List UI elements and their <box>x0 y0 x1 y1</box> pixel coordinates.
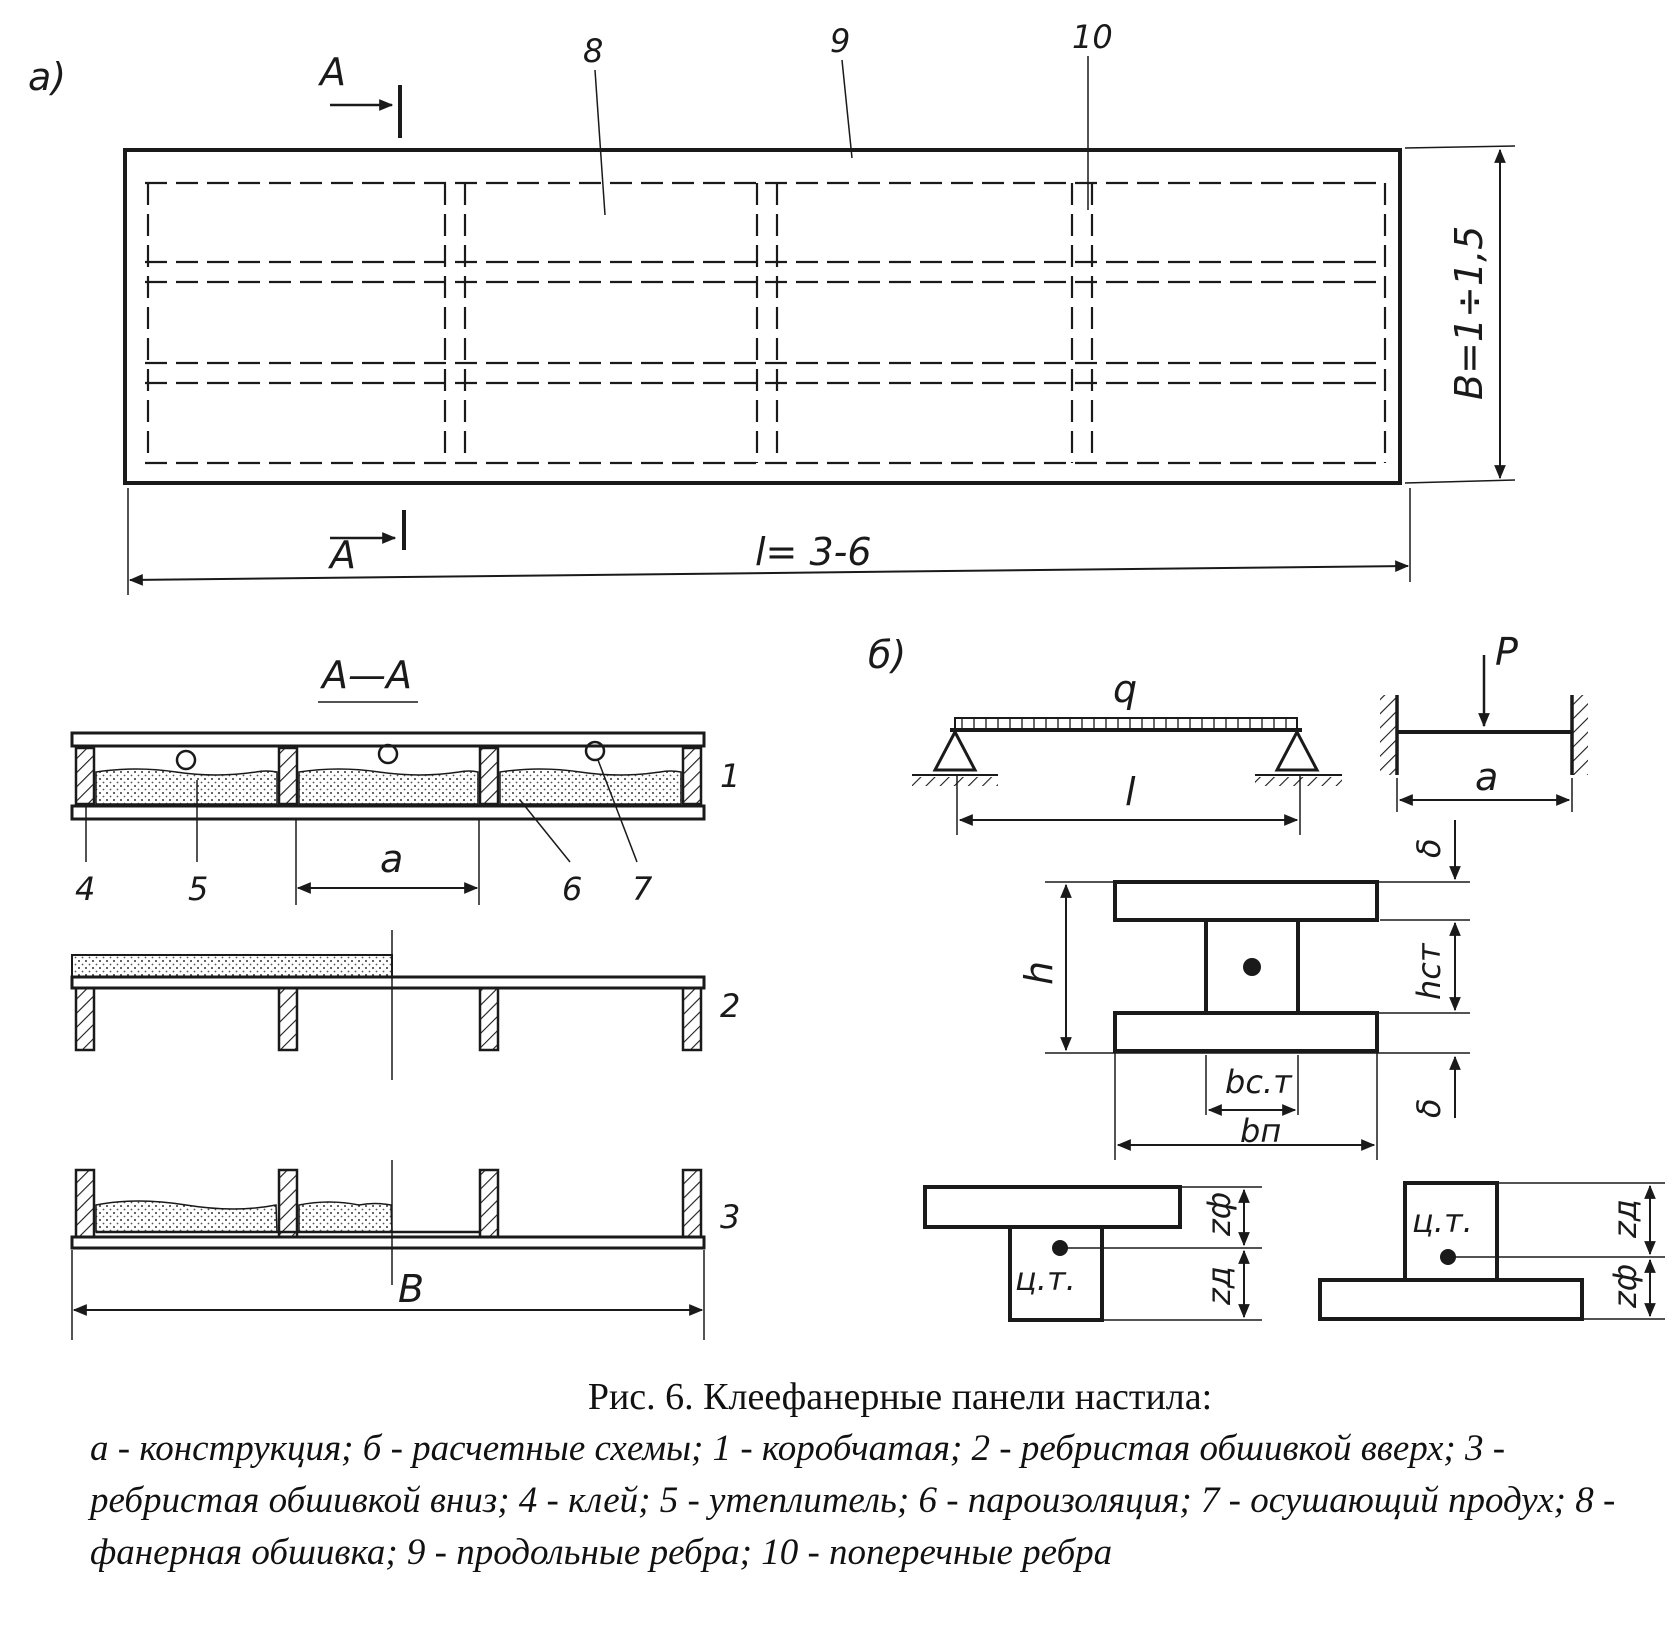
variant-label-1: 1 <box>720 757 740 795</box>
beam-uniform-load: q l <box>912 667 1342 835</box>
dimension-b-label: B <box>398 1267 424 1311</box>
section-mark-label-top: A <box>317 50 346 94</box>
caption-title: Рис. 6. Клеефанерные панели настила: <box>587 1376 1213 1418</box>
variant-label-2: 2 <box>720 987 740 1025</box>
figure-caption: Рис. 6. Клеефанерные панели настила: а -… <box>90 1375 1650 1579</box>
t-section-sheathing-up: ц.т. zф zд <box>923 1185 1262 1322</box>
longitudinal-ribs <box>145 181 1385 465</box>
section-mark-bottom: A <box>327 510 406 577</box>
panel-a-label: а) <box>28 55 66 99</box>
zd-label-2: zд <box>1606 1199 1644 1239</box>
callout-8: 8 <box>583 32 603 70</box>
section-variant-ribbed-up: 2 <box>70 930 740 1080</box>
callout-6: 6 <box>562 870 582 908</box>
ct-label-2: ц.т. <box>1412 1202 1473 1240</box>
section-aa-title: A—A <box>319 653 412 697</box>
section-mark-label-bottom: A <box>327 533 356 577</box>
section-variant-ribbed-down: 3 <box>70 1160 740 1285</box>
dimension-width-label: B=1÷1,5 <box>1447 226 1491 400</box>
dim-delta-bottom-label: δ <box>1410 1098 1448 1118</box>
callout-9: 9 <box>830 22 850 60</box>
dimension-a-label: a <box>380 837 403 881</box>
panel-b-label: б) <box>868 633 906 677</box>
zf-label-2: zф <box>1606 1264 1644 1309</box>
callout-7: 7 <box>632 870 653 908</box>
panel-outline <box>123 148 1402 485</box>
t-section-sheathing-down: ц.т. zд zф <box>1318 1181 1665 1321</box>
callout-10: 10 <box>1072 18 1113 56</box>
dim-h-label: h <box>1017 961 1061 985</box>
section-aa: A—A 1 4 5 6 7 a <box>70 653 740 1340</box>
panel-a-plan: а) A A <box>28 18 1516 595</box>
zd-label-1: zд <box>1200 1266 1238 1306</box>
dimension-length-label: l= 3-6 <box>755 530 872 574</box>
panel-b-schemes: б) q l P <box>868 630 1665 1322</box>
transverse-ribs <box>146 183 1387 463</box>
load-p-label: P <box>1495 630 1518 674</box>
load-q-label: q <box>1113 667 1137 711</box>
dim-hct-label: hст <box>1410 942 1448 1000</box>
ct-label-1: ц.т. <box>1015 1260 1076 1298</box>
span-l-label: l <box>1125 770 1136 814</box>
span-a-label: a <box>1475 755 1498 799</box>
dimension-length: l= 3-6 <box>127 488 1411 595</box>
section-variant-box: 1 <box>70 731 740 821</box>
caption-text: а - конструкция; б - расчетные схемы; 1 … <box>90 1428 1616 1573</box>
variant-label-3: 3 <box>720 1198 740 1236</box>
callout-5: 5 <box>188 870 208 908</box>
dimension-width: B=1÷1,5 <box>1404 145 1516 484</box>
section-mark-top: A <box>317 50 402 138</box>
callout-4: 4 <box>75 870 95 908</box>
beam-point-load: P a <box>1380 630 1588 812</box>
dim-bp-label: bп <box>1240 1112 1281 1150</box>
i-section: h δ hст δ bс.т bп <box>1017 820 1470 1160</box>
dim-delta-top-label: δ <box>1410 838 1448 858</box>
dim-bct-label: bс.т <box>1225 1063 1293 1101</box>
zf-label-1: zф <box>1200 1192 1238 1237</box>
